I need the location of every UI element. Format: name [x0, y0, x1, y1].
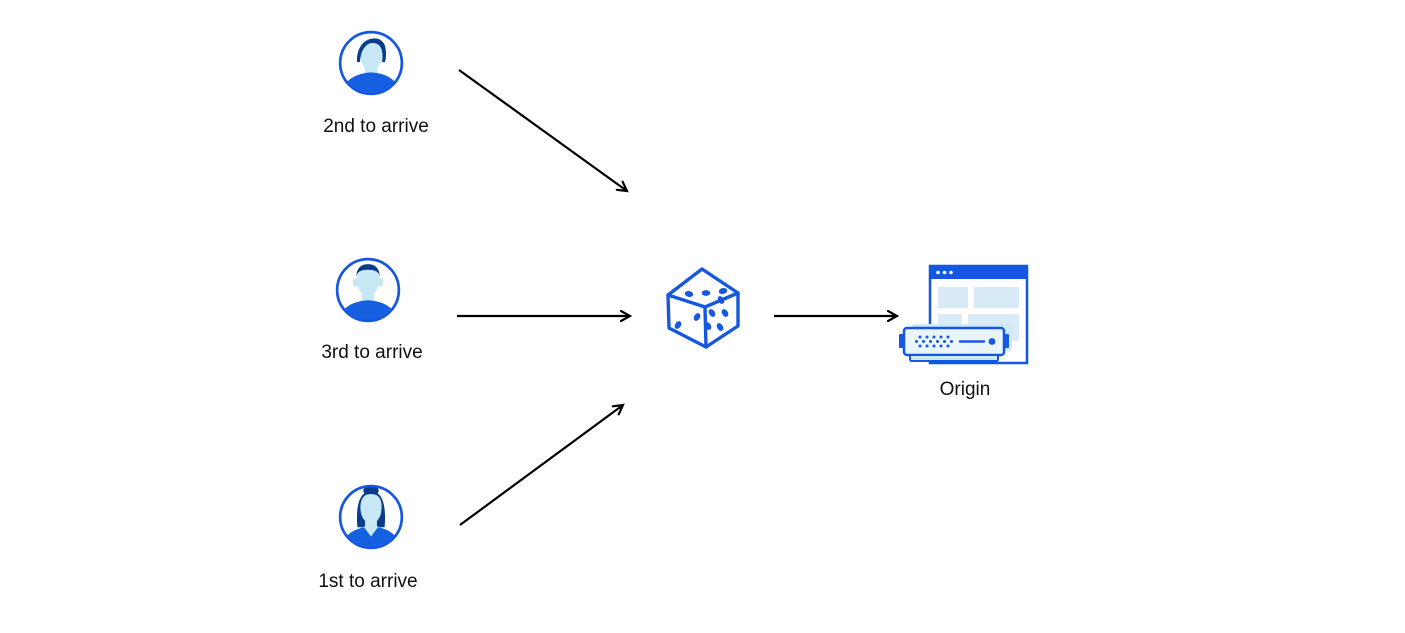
server-icon: [899, 324, 1012, 362]
client-node-2nd: [337, 29, 405, 102]
arrow-2nd-to-dice: [458, 69, 629, 193]
client-label-2nd: 2nd to arrive: [323, 116, 429, 137]
arrow-1st-to-dice: [459, 403, 625, 526]
dice-icon: [666, 267, 740, 349]
client-label-1st: 1st to arrive: [318, 571, 418, 592]
randomizer-node: [665, 266, 741, 355]
woman-bun-avatar-icon: [338, 484, 404, 550]
client-node-1st: [337, 483, 405, 556]
man-short-hair-avatar-icon: [335, 257, 401, 323]
man-swept-hair-avatar-icon: [338, 30, 404, 96]
origin-node: [896, 262, 1034, 377]
origin-label: Origin: [939, 379, 991, 400]
client-label-3rd: 3rd to arrive: [321, 342, 423, 363]
origin-server-browser-icon: [899, 264, 1029, 365]
client-node-3rd: [334, 256, 402, 329]
server-vent-dots: [915, 335, 953, 348]
